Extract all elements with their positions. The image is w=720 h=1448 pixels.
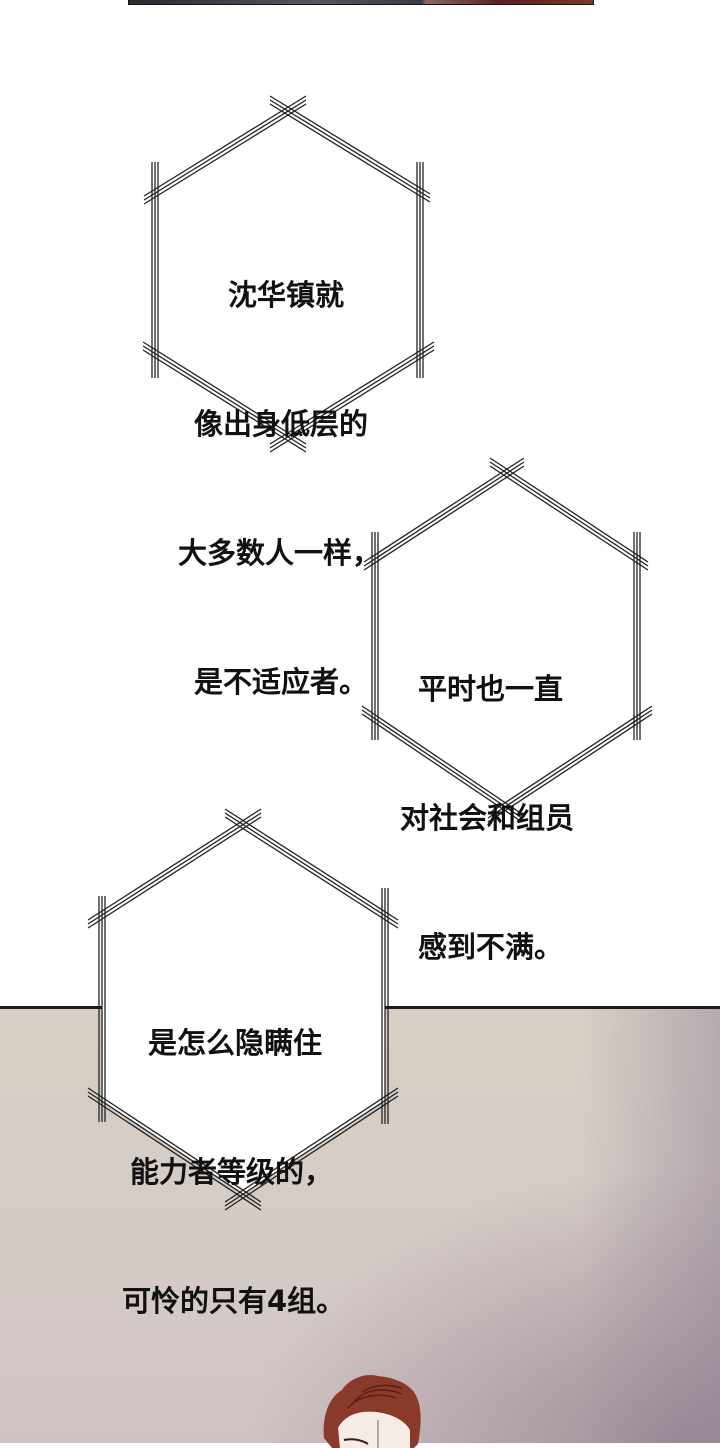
bubble-2-line: 平时也一直 <box>418 672 564 706</box>
bubble-1-line: 是不适应者。 <box>194 665 369 699</box>
hexagon-frame-icon <box>87 808 399 1211</box>
bubble-1-line: 大多数人一样， <box>178 536 382 570</box>
speech-bubble-3: 是怎么隐瞒住 能力者等级的， 可怜的只有4组。 <box>87 808 399 1318</box>
bubble-2-line: 感到不满。 <box>418 930 564 964</box>
bubble-3-line: 是怎么隐瞒住 <box>148 1026 323 1060</box>
bubble-3-line: 能力者等级的， <box>130 1155 334 1189</box>
hexagon-frame-icon <box>142 95 435 453</box>
character-head-illustration <box>323 1374 421 1448</box>
speech-bubble-1: 沈华镇就 像出身低层的 大多数人一样， 是不适应者。 <box>0 0 720 699</box>
bubble-1-line: 像出身低层的 <box>194 407 369 441</box>
hexagon-frame-icon <box>361 457 653 823</box>
bubble-1-line: 沈华镇就 <box>228 278 345 312</box>
previous-panel-edge <box>128 0 594 5</box>
bubble-2-line: 对社会和组员 <box>400 801 575 835</box>
bubble-3-line: 可怜的只有4组。 <box>122 1284 346 1318</box>
speech-bubble-2: 平时也一直 对社会和组员 感到不满。 <box>361 457 653 964</box>
